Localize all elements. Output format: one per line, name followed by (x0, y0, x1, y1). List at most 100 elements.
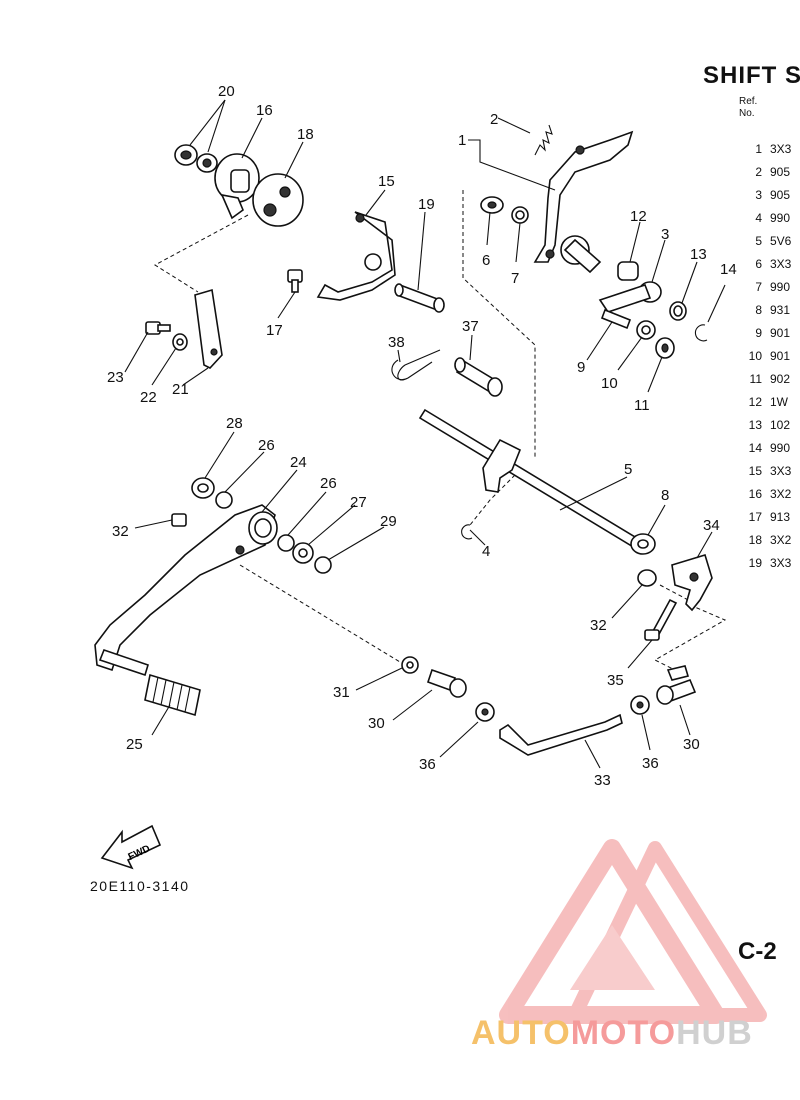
part-1-shift-lever (533, 130, 634, 274)
part-ref-number: 7 (755, 280, 762, 294)
part-4-clip (461, 524, 473, 540)
parts-list-row: 18 3X2 (740, 529, 800, 552)
part-ref-number: 13 (748, 418, 762, 432)
callout-8: 8 (661, 487, 669, 504)
callout-36-a: 36 (419, 756, 436, 773)
part-5-shaft (418, 408, 642, 550)
part-35-bolt (644, 598, 678, 641)
part-23-bolt (145, 321, 171, 335)
part-34-lever (671, 554, 713, 612)
part-ref-number: 3 (755, 188, 762, 202)
part-number: 901 (770, 326, 791, 340)
part-ref-number: 4 (755, 211, 762, 225)
part-3-arm (598, 281, 662, 313)
part-number: 1W (770, 395, 788, 409)
part-11-nut (655, 337, 675, 359)
part-2-spring (534, 124, 553, 156)
page-number: C-2 (738, 938, 777, 965)
watermark-logo (499, 839, 767, 1024)
callout-34: 34 (703, 517, 720, 534)
part-16-segment (214, 153, 260, 220)
ref-header: Ref. (739, 96, 758, 107)
callout-12: 12 (630, 208, 647, 225)
part-number: 905 (770, 165, 791, 179)
callout-19: 19 (418, 196, 435, 213)
part-27-washer (292, 542, 314, 564)
leader-lines (124, 99, 726, 769)
part-31-washer (401, 656, 419, 674)
callout-32-a: 32 (112, 523, 129, 540)
parts-list-row: 9 901 (740, 322, 800, 345)
callout-30-a: 30 (368, 715, 385, 732)
callout-36-b: 36 (642, 755, 659, 772)
part-ref-number: 16 (748, 487, 762, 501)
table-column-header: Ref. No. (739, 96, 757, 120)
callout-16: 16 (256, 102, 273, 119)
part-33-rod (499, 713, 623, 756)
callout-11: 11 (634, 397, 650, 414)
callout-20: 20 (218, 83, 235, 100)
part-17-bolt (287, 269, 303, 293)
parts-list-row: 3 905 (740, 184, 800, 207)
part-number: 905 (770, 188, 791, 202)
callout-6: 6 (482, 252, 490, 269)
callout-27: 27 (350, 494, 367, 511)
part-13-washer (669, 301, 687, 321)
part-number: 3X3 (770, 556, 792, 570)
part-ref-number: 9 (755, 326, 762, 340)
callout-2: 2 (490, 111, 498, 128)
part-12-roller (617, 261, 639, 281)
callout-37: 37 (462, 318, 479, 335)
watermark-part-2: MOTO (570, 1014, 677, 1052)
part-number: 3X3 (770, 464, 792, 478)
part-7-circlip (511, 206, 529, 224)
part-32-bolt-b (637, 569, 657, 587)
callout-28: 28 (226, 415, 243, 432)
part-number: 901 (770, 349, 791, 363)
drawing-code: 20E110-3140 (90, 878, 190, 894)
callout-33: 33 (594, 772, 611, 789)
part-21-arm (194, 288, 223, 369)
part-ref-number: 1 (755, 142, 762, 156)
part-32-bolt-a (171, 513, 187, 527)
part-8-seal (630, 533, 656, 555)
parts-list-row: 1 3X3 (740, 138, 800, 161)
callout-1: 1 (458, 132, 466, 149)
callout-5: 5 (624, 461, 632, 478)
part-number: 3X2 (770, 533, 792, 547)
part-number: 3X3 (770, 257, 792, 271)
callout-21: 21 (172, 381, 189, 398)
part-10-washer (636, 320, 656, 340)
callout-26-b: 26 (320, 475, 337, 492)
part-number: 902 (770, 372, 791, 386)
watermark-text: AUTOMOTOHUB (471, 1014, 753, 1053)
callout-24: 24 (290, 454, 307, 471)
part-ref-number: 11 (749, 372, 762, 386)
callout-9: 9 (577, 359, 585, 376)
callout-26-a: 26 (258, 437, 275, 454)
callout-10: 10 (601, 375, 618, 392)
part-9-bolt (600, 308, 632, 330)
part-20-nuts (174, 144, 218, 173)
part-ref-number: 18 (748, 533, 762, 547)
part-18-plate (252, 173, 304, 227)
watermark-part-1: AUTO (471, 1014, 571, 1052)
part-36-nut-b (630, 695, 650, 715)
callout-17: 17 (266, 322, 283, 339)
callout-7: 7 (511, 270, 519, 287)
part-25-rubber (144, 673, 201, 717)
part-15-bracket (316, 211, 396, 301)
part-ref-number: 8 (755, 303, 762, 317)
part-number: 3X3 (770, 142, 792, 156)
